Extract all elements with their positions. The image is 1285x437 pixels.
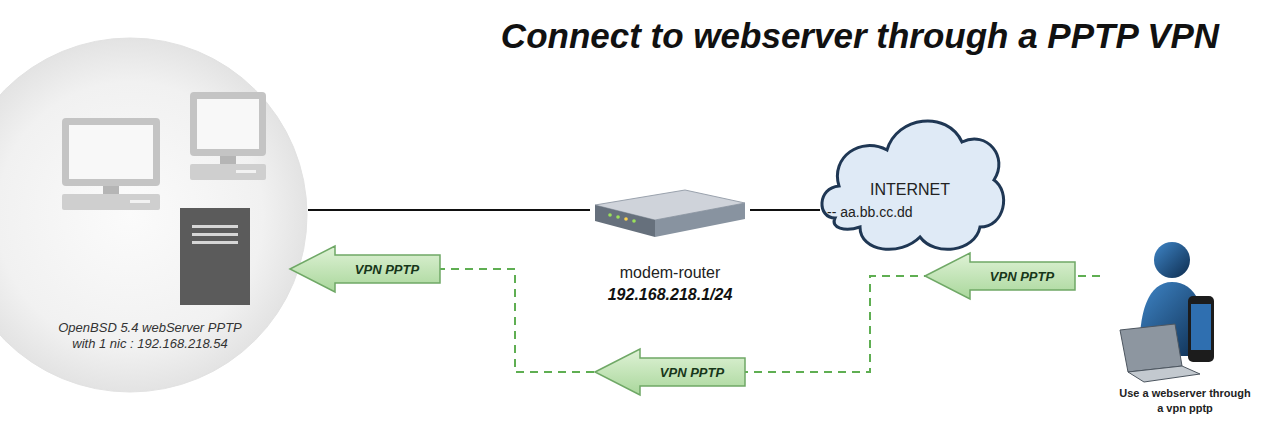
router-node: modem-router 192.168.218.1/24: [590, 185, 750, 310]
user-icon-part: [1154, 242, 1190, 278]
node-text: modem-router: [590, 263, 750, 282]
monitor-icon-part: [62, 194, 160, 210]
text-slot: OpenBSD 5.4 webServer PPTP with 1 nic : …: [50, 320, 250, 352]
monitor-icon-part: [220, 156, 236, 164]
phone-icon: [1188, 296, 1214, 362]
router-icon-part: [655, 203, 745, 237]
node-text: Use a webserver through a vpn pptp: [1115, 386, 1255, 416]
remote-user: Use a webserver through a vpn pptp: [1100, 238, 1282, 428]
node-text: INTERNET: [815, 180, 1005, 199]
user-icon: [1120, 242, 1214, 382]
text-slot: modem-router: [590, 263, 750, 282]
internet-cloud: INTERNET -- aa.bb.cc.dd: [815, 100, 1005, 260]
vpn-arrow-part: [290, 246, 440, 292]
monitor-icon-part: [197, 99, 259, 149]
router-icon-part: [632, 219, 636, 223]
monitor-icon-part: [236, 170, 256, 173]
vpn-arrow: [595, 349, 745, 395]
router-icon-part: [616, 215, 620, 219]
vpn-label: VPN PPTP: [990, 269, 1054, 284]
node-text: -- aa.bb.cc.dd: [827, 204, 977, 221]
user-icon-part: [1128, 366, 1200, 382]
vpn-arrow: [290, 246, 440, 292]
text-slot: INTERNET: [815, 180, 1005, 199]
vpn-label: VPN PPTP: [355, 262, 419, 277]
router-icon: [595, 190, 745, 237]
vpn-arrow: [925, 253, 1075, 299]
router-icon-part: [608, 213, 612, 217]
monitor-icon-part: [130, 200, 150, 203]
monitor-icon: [62, 118, 160, 210]
network-link: [308, 209, 590, 211]
vpn-label: VPN PPTP: [660, 365, 724, 380]
network-link: [750, 209, 820, 211]
group-circle: [0, 38, 307, 392]
monitor-icon-part: [190, 164, 266, 180]
monitor-icon-part: [69, 125, 153, 179]
server-group-circle: OpenBSD 5.4 webServer PPTP with 1 nic : …: [0, 37, 308, 393]
laptop-icon: [1120, 324, 1182, 372]
router-icon-part: [595, 205, 655, 237]
node-shape: [1100, 238, 1282, 428]
vpn-arrow-part: [925, 253, 1075, 299]
router-icon-part: [624, 217, 628, 221]
vpn-arrow-part: [595, 349, 745, 395]
monitor-icon-part: [190, 92, 266, 156]
node-shape: [815, 100, 1005, 260]
server-tower-icon: [180, 208, 250, 305]
text-slot: Use a webserver through a vpn pptp: [1115, 386, 1255, 416]
diagram-title: Connect to webserver through a PPTP VPN: [445, 16, 1275, 56]
monitor-icon-part: [103, 186, 119, 194]
server-tower-icon-part: [192, 225, 238, 228]
monitor-icon: [190, 92, 266, 180]
server-tower-icon-part: [192, 233, 238, 236]
text-slot: 192.168.218.1/24: [590, 285, 750, 304]
monitor-icon-part: [62, 118, 160, 186]
server-tower-icon-part: [192, 241, 238, 244]
text-slot: -- aa.bb.cc.dd: [827, 204, 977, 221]
server-tower-icon-part: [180, 208, 250, 305]
node-text: OpenBSD 5.4 webServer PPTP with 1 nic : …: [50, 320, 250, 352]
node-text: 192.168.218.1/24: [590, 285, 750, 304]
user-icon-part: [1191, 304, 1211, 350]
